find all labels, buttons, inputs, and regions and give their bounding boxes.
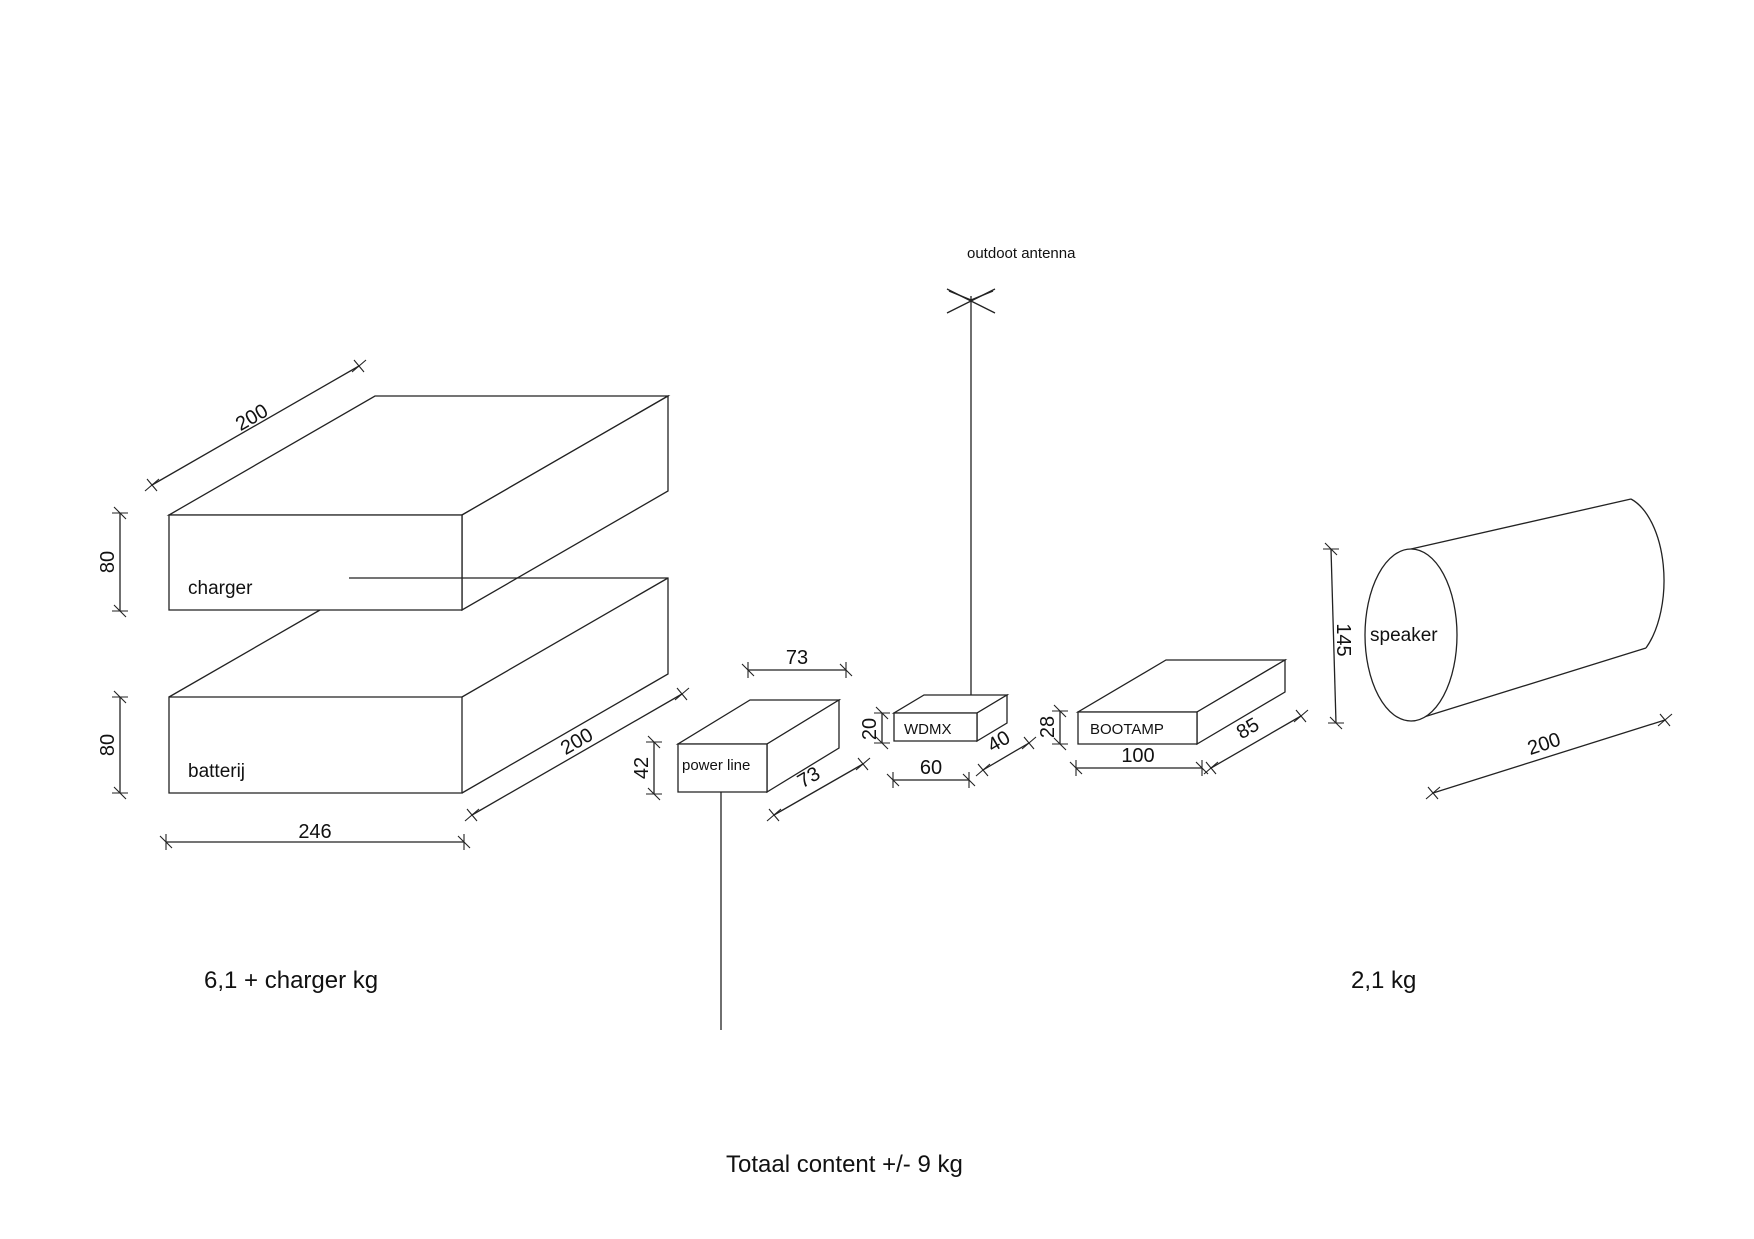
antenna-label: outdoot antenna: [967, 245, 1076, 262]
powerline-width-value: 73: [786, 647, 808, 669]
batterij-label: batterij: [188, 761, 245, 782]
bootamp-label: BOOTAMP: [1090, 721, 1164, 738]
wdmx-width-dimension: 60: [886, 757, 976, 788]
battery-height-dimension: 80: [97, 690, 128, 800]
charger-height-value: 80: [97, 551, 119, 573]
wdmx-box: WDMX: [891, 296, 1010, 743]
wdmx-height-dimension: 20: [859, 706, 890, 750]
bootamp-width-value: 100: [1121, 745, 1154, 767]
wdmx-width-value: 60: [920, 757, 942, 779]
right-weight-note: 2,1 kg: [1351, 967, 1416, 994]
charger-box: charger: [166, 394, 671, 612]
left-weight-note: 6,1 + charger kg: [204, 967, 378, 994]
bootamp-height-dimension: 28: [1037, 704, 1068, 751]
battery-width-dimension: 246: [159, 821, 471, 850]
battery-box: batterij: [168, 577, 669, 794]
speaker-length-dimension: 200: [1425, 713, 1673, 800]
antenna-icon: [946, 288, 996, 314]
powerline-width-dimension: 73: [741, 647, 853, 678]
battery-width-value: 246: [298, 821, 331, 843]
battery-height-value: 80: [97, 734, 119, 756]
total-weight-note: Totaal content +/- 9 kg: [726, 1151, 963, 1178]
bootamp-box: BOOTAMP: [1075, 658, 1288, 746]
bootamp-height-value: 28: [1037, 716, 1059, 738]
speaker-label: speaker: [1370, 625, 1438, 646]
charger-height-dimension: 80: [97, 506, 128, 618]
power-line-box: power line: [675, 698, 842, 1030]
wdmx-label: WDMX: [904, 721, 952, 738]
speaker-cylinder: speaker: [1364, 498, 1665, 722]
power-line-label: power line: [682, 757, 750, 774]
battery-depth-dimension: 200: [464, 687, 690, 822]
wdmx-height-value: 20: [859, 718, 881, 740]
charger-depth-value: 200: [232, 400, 272, 436]
speaker-length-value: 200: [1525, 729, 1564, 760]
speaker-diameter-dimension: 145: [1323, 542, 1354, 730]
bootamp-width-dimension: 100: [1069, 745, 1209, 776]
battery-depth-value: 200: [557, 724, 597, 760]
powerline-height-value: 42: [631, 757, 653, 779]
speaker-diameter-value: 145: [1332, 623, 1354, 656]
charger-label: charger: [188, 578, 253, 599]
powerline-height-dimension: 42: [631, 735, 662, 801]
